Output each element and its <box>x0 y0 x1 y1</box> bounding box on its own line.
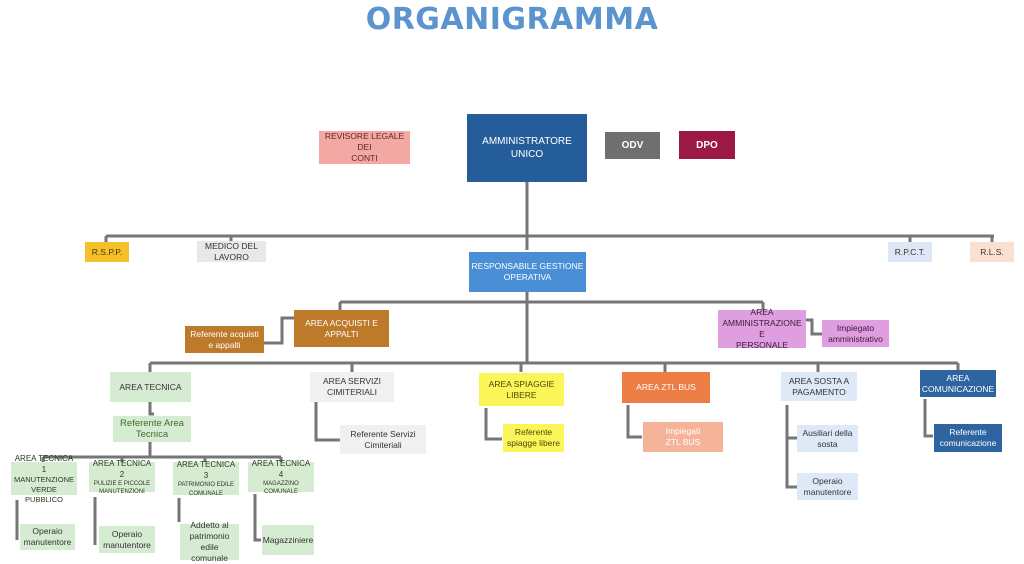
magazziniere-label: Magazziniere <box>262 534 314 545</box>
dpo-box: DPO <box>679 131 735 159</box>
referente-acquisti-label: Referente acquisti e appalti <box>190 328 259 350</box>
connector <box>484 408 502 441</box>
ausiliari-sosta-label: Ausiliari della sosta <box>802 427 853 449</box>
operaio-manutentore-sosta-box: Operaio manutentore <box>797 473 858 500</box>
odv-box: ODV <box>605 132 660 159</box>
area-acquisti-box: AREA ACQUISTI E APPALTI <box>294 310 389 347</box>
referente-spiagge-libere-label: Referente spiagge libere <box>507 427 560 448</box>
responsabile-gestione-label: RESPONSABILE GESTIONE OPERATIVA <box>471 261 584 282</box>
area-servizi-cimiteriali-label: AREA SERVIZI CIMITERIALI <box>323 376 381 397</box>
responsabile-gestione-box: RESPONSABILE GESTIONE OPERATIVA <box>469 252 586 292</box>
odv-label: ODV <box>621 140 644 151</box>
area-tecnica-4-box: AREA TECNICA 4 MAGAZZINO COMUNALE <box>248 459 314 495</box>
operaio-manutentore-2-box: Operaio manutentore <box>99 526 155 553</box>
area-ztl-bus-box: AREA ZTL BUS <box>622 372 710 403</box>
area-amministrazione-label: AREA AMMINISTRAZIONE E PERSONALE <box>722 307 802 350</box>
area-spiagge-libere-label: AREA SPIAGGIE LIBERE <box>488 378 555 400</box>
magazziniere-box: Magazziniere <box>262 525 314 555</box>
rspp-box: R.S.P.P. <box>85 242 129 262</box>
addetto-patrimonio-label: Addetto al patrimonio edile comunale <box>189 520 230 563</box>
addetto-patrimonio-box: Addetto al patrimonio edile comunale <box>180 520 239 563</box>
operaio-manutentore-1-box: Operaio manutentore <box>20 524 75 550</box>
medico-lavoro-box: MEDICO DEL LAVORO <box>197 241 266 262</box>
referente-area-tecnica-box: Referente Area Tecnica <box>113 416 191 442</box>
area-comunicazione-label: AREA COMUNICAZIONE <box>921 372 995 394</box>
referente-acquisti-box: Referente acquisti e appalti <box>185 326 264 353</box>
referente-servizi-cimiteriali-box: Referente Servizi Cimiteriali <box>340 425 426 454</box>
page-title: ORGANIGRAMMA <box>365 2 659 37</box>
area-sosta-pagamento-box: AREA SOSTA A PAGAMENTO <box>781 372 857 401</box>
rspp-label: R.S.P.P. <box>91 246 123 257</box>
dpo-label: DPO <box>696 139 718 151</box>
area-sosta-pagamento-label: AREA SOSTA A PAGAMENTO <box>788 375 850 397</box>
connector <box>626 405 642 439</box>
connector <box>785 405 797 489</box>
area-spiagge-libere-box: AREA SPIAGGIE LIBERE <box>479 373 564 406</box>
connector <box>806 318 822 336</box>
connector <box>923 399 933 438</box>
operaio-manutentore-2-label: Operaio manutentore <box>103 528 151 550</box>
area-tecnica-1-box: AREA TECNICA 1 MANUTENZIONE VERDE PUBBLI… <box>11 454 77 504</box>
area-tecnica-box: AREA TECNICA <box>110 372 191 402</box>
referente-spiagge-libere-box: Referente spiagge libere <box>503 424 564 452</box>
revisore-legale-label: REVISORE LEGALE DEI CONTI <box>324 131 405 163</box>
rls-label: R.L.S. <box>980 246 1004 257</box>
area-tecnica-4-subtitle: MAGAZZINO COMUNALE <box>263 481 299 495</box>
rls-box: R.L.S. <box>970 242 1014 262</box>
connector <box>264 316 294 345</box>
impiegati-ztl-bus-box: Impiegati ZTL BUS <box>643 422 723 452</box>
rpct-label: R.P.C.T. <box>894 246 926 257</box>
area-servizi-cimiteriali-box: AREA SERVIZI CIMITERIALI <box>310 372 394 402</box>
referente-area-tecnica-label: Referente Area Tecnica <box>120 418 184 440</box>
connector <box>148 402 154 416</box>
area-amministrazione-box: AREA AMMINISTRAZIONE E PERSONALE <box>718 307 806 350</box>
referente-comunicazione-box: Referente comunicazione <box>934 424 1002 452</box>
operaio-manutentore-sosta-label: Operaio manutentore <box>803 475 852 497</box>
area-tecnica-1-subtitle: MANUTENZIONE VERDE PUBBLICO <box>14 474 74 504</box>
area-tecnica-label: AREA TECNICA <box>119 381 182 392</box>
connector <box>314 402 340 442</box>
operaio-manutentore-1-label: Operaio manutentore <box>23 526 72 547</box>
area-tecnica-1-title: AREA TECNICA 1 <box>14 453 74 474</box>
amministratore-unico-label: AMMINISTRATORE UNICO <box>482 136 572 160</box>
area-ztl-bus-label: AREA ZTL BUS <box>636 382 696 392</box>
connector <box>253 494 261 542</box>
referente-comunicazione-label: Referente comunicazione <box>939 427 997 448</box>
revisore-legale-box: REVISORE LEGALE DEI CONTI <box>319 131 410 164</box>
rpct-box: R.P.C.T. <box>888 242 932 262</box>
area-acquisti-label: AREA ACQUISTI E APPALTI <box>305 317 378 339</box>
referente-servizi-cimiteriali-label: Referente Servizi Cimiteriali <box>350 428 416 450</box>
area-tecnica-2-subtitle: PULIZIE E PICCOLE MANUTENZIONI <box>93 481 151 495</box>
area-comunicazione-box: AREA COMUNICAZIONE <box>920 370 996 397</box>
area-tecnica-2-box: AREA TECNICA 2 PULIZIE E PICCOLE MANUTEN… <box>89 459 155 495</box>
medico-lavoro-label: MEDICO DEL LAVORO <box>205 240 258 262</box>
impiegato-amministrativo-label: Impiegato amministrativo <box>828 322 883 344</box>
impiegato-amministrativo-box: Impiegato amministrativo <box>822 320 889 347</box>
impiegati-ztl-bus-label: Impiegati ZTL BUS <box>665 426 701 447</box>
area-tecnica-3-subtitle: PATRIMONIO EDILE COMUNALE <box>177 481 235 497</box>
area-tecnica-3-title: AREA TECNICA 3 <box>176 459 236 480</box>
ausiliari-sosta-box: Ausiliari della sosta <box>797 425 858 452</box>
amministratore-unico-box: AMMINISTRATORE UNICO <box>467 114 587 182</box>
area-tecnica-3-box: AREA TECNICA 3 PATRIMONIO EDILE COMUNALE <box>173 459 239 497</box>
area-tecnica-4-title: AREA TECNICA 4 <box>251 459 311 479</box>
area-tecnica-2-title: AREA TECNICA 2 <box>92 459 152 479</box>
